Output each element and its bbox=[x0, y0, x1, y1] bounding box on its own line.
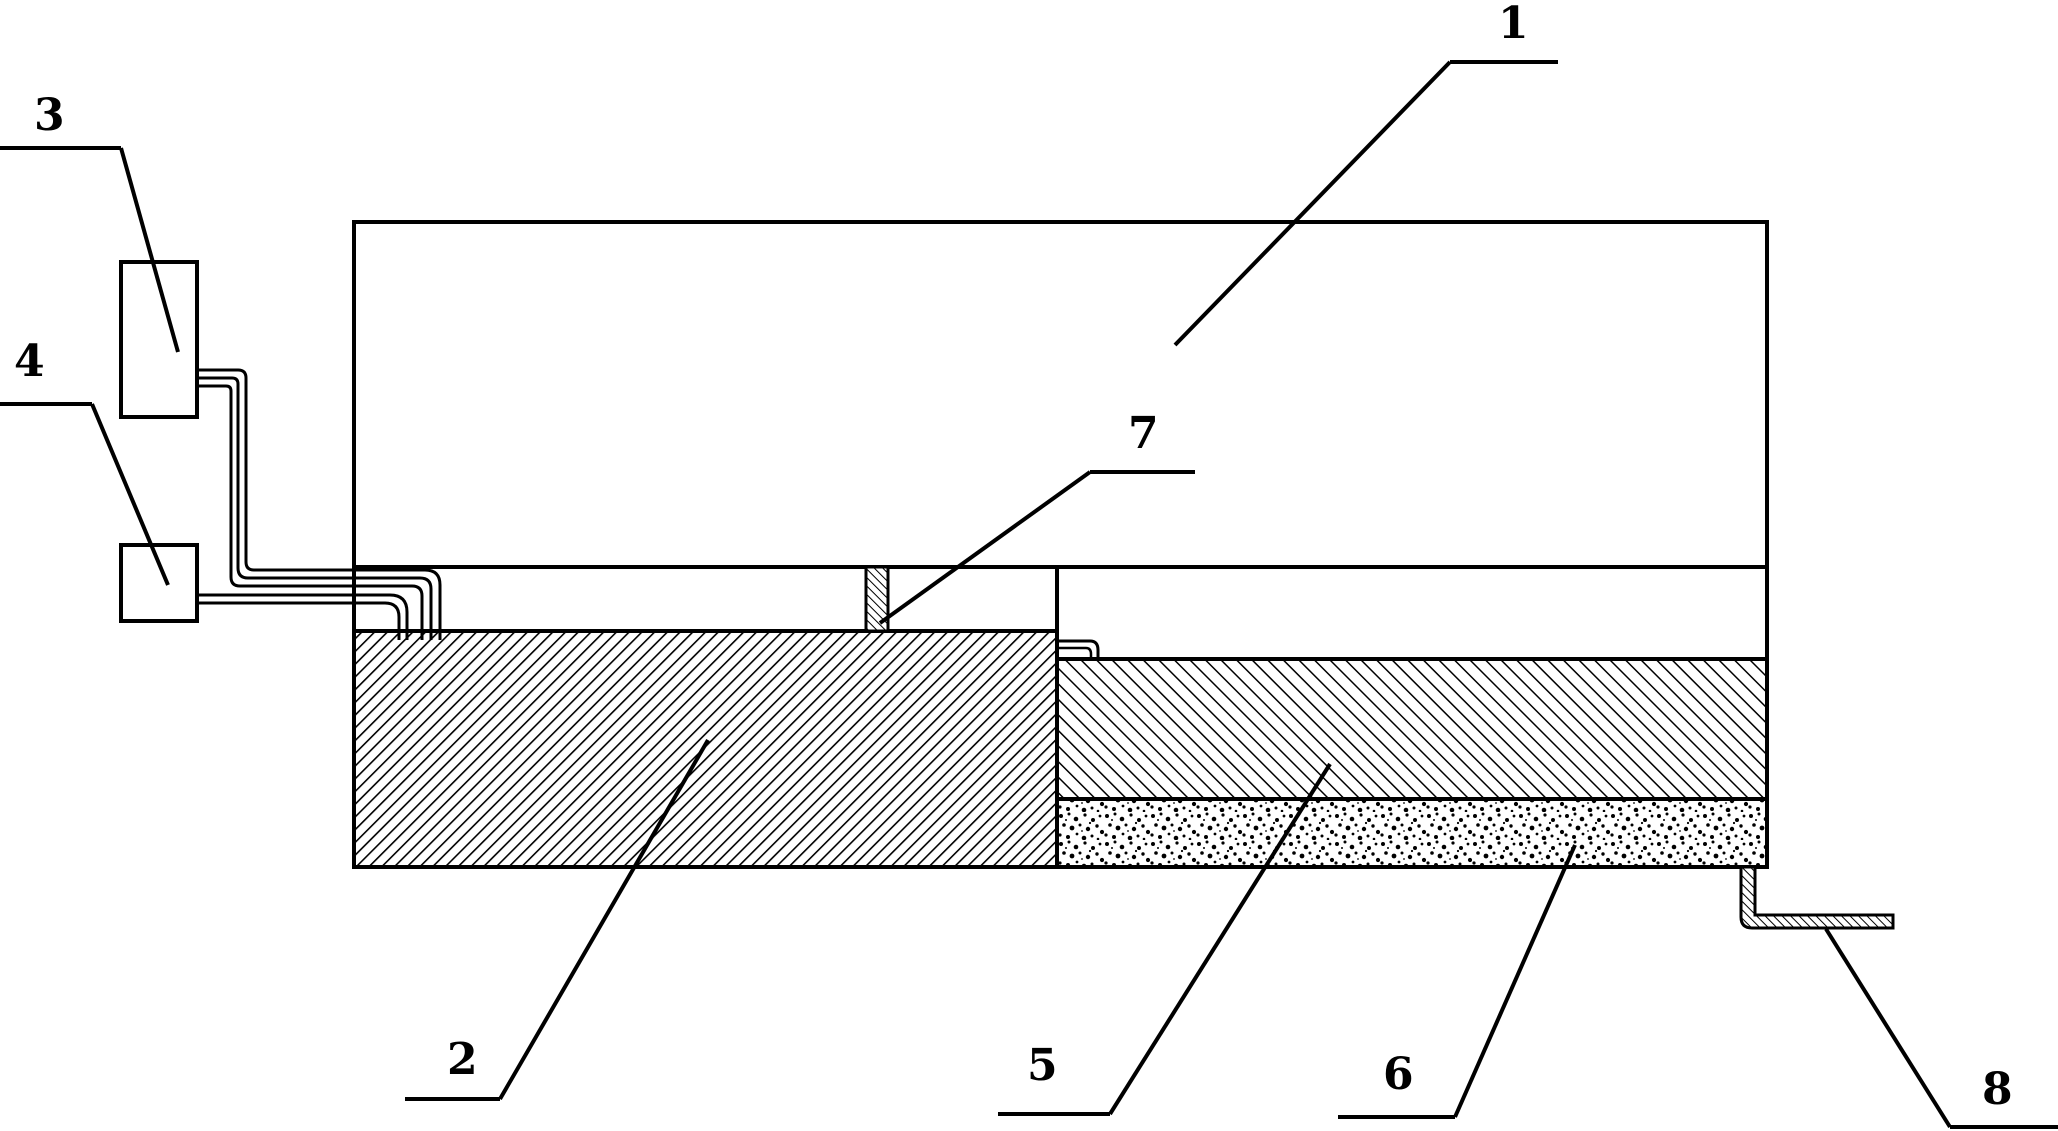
part-2-hatched-block bbox=[352, 629, 1059, 869]
label-3: 3 bbox=[34, 90, 65, 141]
part-6-speckled-layer bbox=[1055, 797, 1769, 869]
part-3-box bbox=[119, 260, 199, 419]
part-4-box bbox=[119, 543, 199, 623]
part-7-post bbox=[864, 565, 890, 633]
pipe-4-outer bbox=[197, 593, 409, 640]
part-1-upper-box bbox=[352, 220, 1769, 569]
part-5-hatched-layer bbox=[1055, 657, 1769, 801]
label-4: 4 bbox=[14, 336, 45, 387]
pipe-4-inner bbox=[197, 601, 401, 640]
right-compartment bbox=[1055, 565, 1769, 661]
label-5: 5 bbox=[1027, 1040, 1058, 1091]
pipe-3-middle bbox=[197, 376, 433, 640]
part-8-bracket bbox=[1739, 865, 1895, 930]
leader-8 bbox=[1824, 927, 1952, 1129]
label-8: 8 bbox=[1982, 1064, 2013, 1115]
label-7: 7 bbox=[1128, 408, 1159, 459]
label-2: 2 bbox=[447, 1034, 478, 1085]
label-6: 6 bbox=[1383, 1049, 1414, 1100]
step-connector bbox=[1059, 639, 1100, 659]
pipe-3-outer bbox=[197, 368, 442, 640]
left-compartment bbox=[352, 565, 1059, 633]
label-1: 1 bbox=[1498, 0, 1529, 49]
pipe-3-inner bbox=[197, 384, 424, 640]
